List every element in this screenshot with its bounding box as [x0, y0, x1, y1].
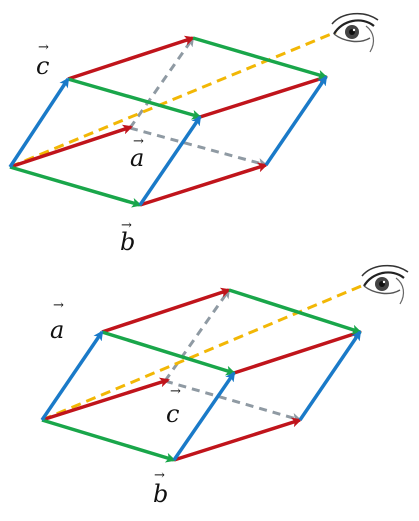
red-edge: [233, 329, 362, 375]
diagonal-line: [9, 30, 337, 169]
eye-icon: [331, 12, 379, 53]
diagram-2: [40, 282, 367, 463]
label-a-vector: a: [130, 144, 145, 172]
diagonal-line: [41, 282, 367, 422]
green-edge: [228, 288, 362, 335]
label-b-vector: b: [153, 480, 169, 508]
blue-edge: [8, 77, 70, 168]
diagram-1: [8, 30, 337, 208]
green-edge: [41, 418, 176, 463]
green-edge: [9, 165, 142, 208]
green-edge: [192, 36, 328, 80]
label-a-vector: a: [50, 316, 65, 344]
eye-icon: [361, 264, 409, 305]
vector-arrow-mark: →: [121, 218, 132, 233]
vector-arrow-mark: →: [170, 384, 181, 399]
blue-edge: [298, 330, 362, 421]
red-edge: [9, 124, 133, 169]
hidden-edge: [163, 288, 231, 382]
hidden-edge: [129, 126, 268, 168]
blue-edge: [138, 115, 202, 206]
green-edge: [67, 77, 202, 120]
hidden-edge: [128, 36, 195, 129]
blue-edge: [172, 371, 236, 461]
green-edge: [101, 330, 236, 376]
blue-edge: [40, 330, 104, 421]
red-edge: [41, 377, 170, 422]
vector-arrow-mark: →: [154, 468, 165, 483]
label-c-vector: c: [166, 400, 180, 428]
label-c-vector: c: [36, 52, 50, 80]
blue-edge: [264, 75, 328, 166]
red-edge: [139, 162, 268, 207]
label-b-vector: b: [120, 228, 136, 256]
red-edge: [199, 74, 328, 119]
red-edge: [67, 35, 195, 81]
vector-arrow-mark: →: [133, 134, 144, 149]
hidden-edge: [164, 379, 302, 423]
vector-arrow-mark: →: [53, 298, 64, 313]
red-edge: [173, 417, 302, 462]
red-edge: [101, 287, 231, 334]
vector-arrow-mark: →: [38, 40, 49, 55]
